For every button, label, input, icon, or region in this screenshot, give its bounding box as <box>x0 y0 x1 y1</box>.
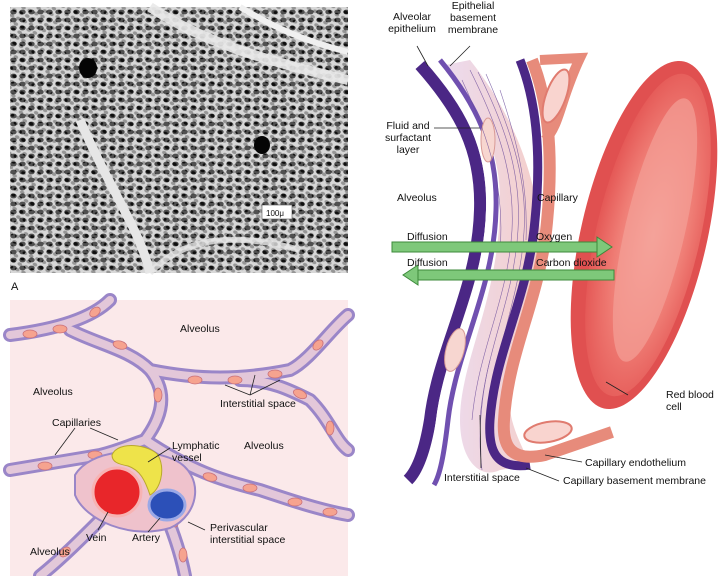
vein <box>93 468 141 516</box>
lymphatic-label-2: vessel <box>172 452 202 464</box>
diffusion-label-2: Diffusion <box>407 257 448 269</box>
perivascular-label-1: Perivascular <box>210 522 268 534</box>
tissue-panel <box>10 300 348 576</box>
alveolus-right-label: Alveolus <box>244 440 284 452</box>
artery-label: Artery <box>132 532 160 544</box>
alveolus-left-label: Alveolus <box>33 386 73 398</box>
artery <box>149 490 185 520</box>
alveolus-bottom-label: Alveolus <box>30 546 70 558</box>
scale-bar-label: 100μ <box>266 208 284 220</box>
epithelial-basement-label-2: basement <box>440 12 506 24</box>
epithelial-basement-label-1: Epithelial <box>440 0 506 12</box>
fluid-label-3: layer <box>382 144 434 156</box>
red-blood-cell-label-1: Red blood <box>666 389 714 401</box>
capillary-label: Capillary <box>537 192 578 204</box>
vein-label: Vein <box>86 532 106 544</box>
alveolar-epithelium-label-1: Alveolar <box>382 11 442 23</box>
micrograph <box>10 7 348 273</box>
perivascular-label-2: interstitial space <box>210 534 285 546</box>
fluid-label-2: surfactant <box>378 132 438 144</box>
carbon-dioxide-label: Carbon dioxide <box>536 257 607 269</box>
alveolus-membrane-label: Alveolus <box>397 192 437 204</box>
lymphatic-label-1: Lymphatic <box>172 440 219 452</box>
epithelial-basement-label-3: membrane <box>440 24 506 36</box>
red-blood-cell-label-2: cell <box>666 401 682 413</box>
capillaries-label: Capillaries <box>52 417 101 429</box>
interstitial-space-membrane-label: Interstitial space <box>444 472 520 484</box>
alveolar-epithelium-label-2: epithelium <box>382 23 442 35</box>
interstitial-space-label: Interstitial space <box>220 398 296 410</box>
alveolus-top-label: Alveolus <box>180 323 220 335</box>
fluid-label-1: Fluid and <box>382 120 434 132</box>
diffusion-label-1: Diffusion <box>407 231 448 243</box>
capillary-basement-membrane-label: Capillary basement membrane <box>563 475 706 487</box>
capillary-endothelium-label: Capillary endothelium <box>585 457 686 469</box>
oxygen-label: Oxygen <box>536 231 572 243</box>
panel-letter: A <box>11 281 18 293</box>
